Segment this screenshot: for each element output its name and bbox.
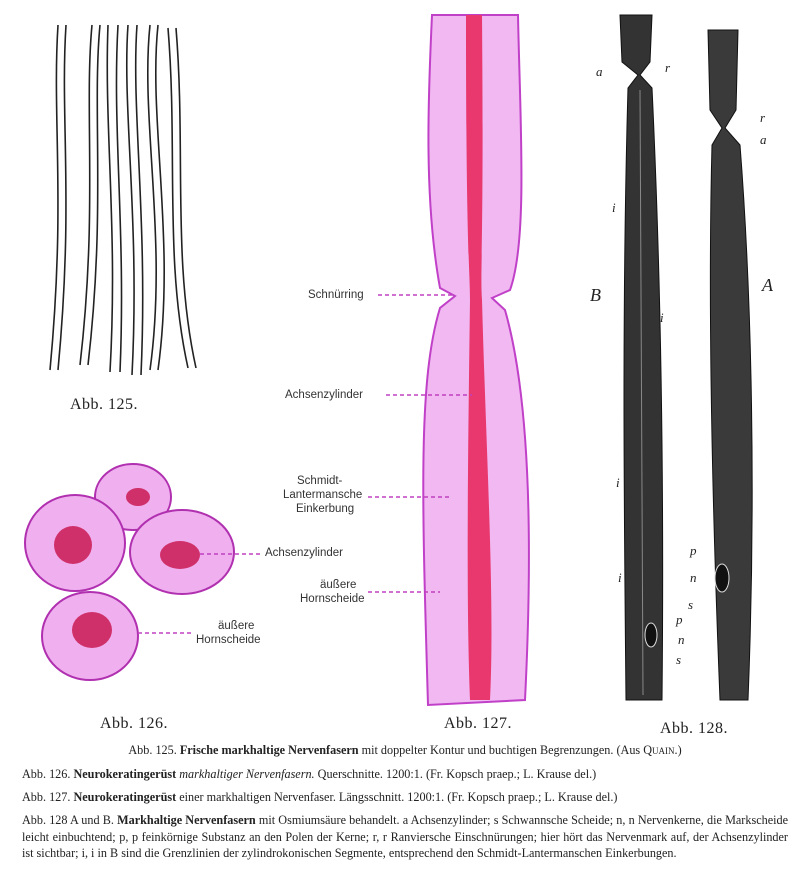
fig126-annotation-sheath: Hornscheide <box>196 634 261 646</box>
fig127-annotation-1: Schmidt- <box>297 475 343 487</box>
caption-126: Abb. 126. Neurokeratingerüst markhaltige… <box>22 767 597 781</box>
letter-p: p <box>676 612 683 627</box>
fig126-annotation-axon: Achsenzylinder <box>265 547 343 559</box>
fig125-label: Abb. 125. <box>70 396 139 413</box>
illustrations <box>24 14 753 707</box>
panel-A-label: A <box>762 275 773 295</box>
fig126-label: Abb. 126. <box>100 715 169 732</box>
letter-n: n <box>690 570 697 585</box>
letter-s: s <box>688 597 694 612</box>
fig125-fibers <box>49 24 197 376</box>
letter-n: n <box>678 632 685 647</box>
fig127-annotation-2: Lantermansche <box>283 489 363 501</box>
panel-B-label: B <box>590 285 601 305</box>
fig128-fiber-B <box>619 14 664 701</box>
caption-128: Abb. 128 A und B. Markhaltige Nervenfase… <box>22 813 789 860</box>
caption-125: Abb. 125. Frische markhaltige Nervenfase… <box>128 743 682 757</box>
fig127-annotation-sheath: Hornscheide <box>300 593 365 605</box>
fig127-annotation-outer: äußere <box>320 579 357 591</box>
letter-s: s <box>676 652 682 667</box>
fig128-label: Abb. 128. <box>660 720 729 737</box>
fig126-cross-sections <box>24 463 235 681</box>
fig127-leader-lines <box>368 294 472 593</box>
letter-i: i <box>660 310 664 325</box>
fig126-annotation-outer: äußere <box>218 620 255 632</box>
fig128-fiber-A <box>707 29 753 701</box>
caption-127: Abb. 127. Neurokeratingerüst einer markh… <box>22 790 618 804</box>
fig127-annotation-schnuerring: Schnürring <box>308 289 364 301</box>
letter-i: i <box>616 475 620 490</box>
fig127-fiber <box>422 14 530 707</box>
letter-i: i <box>612 200 616 215</box>
letter-p: p <box>690 543 697 558</box>
letter-r: r <box>760 110 766 125</box>
letter-a: a <box>760 132 767 147</box>
fig127-annotation-axon: Achsenzylinder <box>285 389 363 401</box>
fig127-label: Abb. 127. <box>444 715 513 732</box>
fig126-leader-lines <box>138 553 262 634</box>
letter-r: r <box>665 60 671 75</box>
fig127-annotation-3: Einkerbung <box>296 503 355 515</box>
letter-i: i <box>618 570 622 585</box>
letter-a: a <box>596 64 603 79</box>
